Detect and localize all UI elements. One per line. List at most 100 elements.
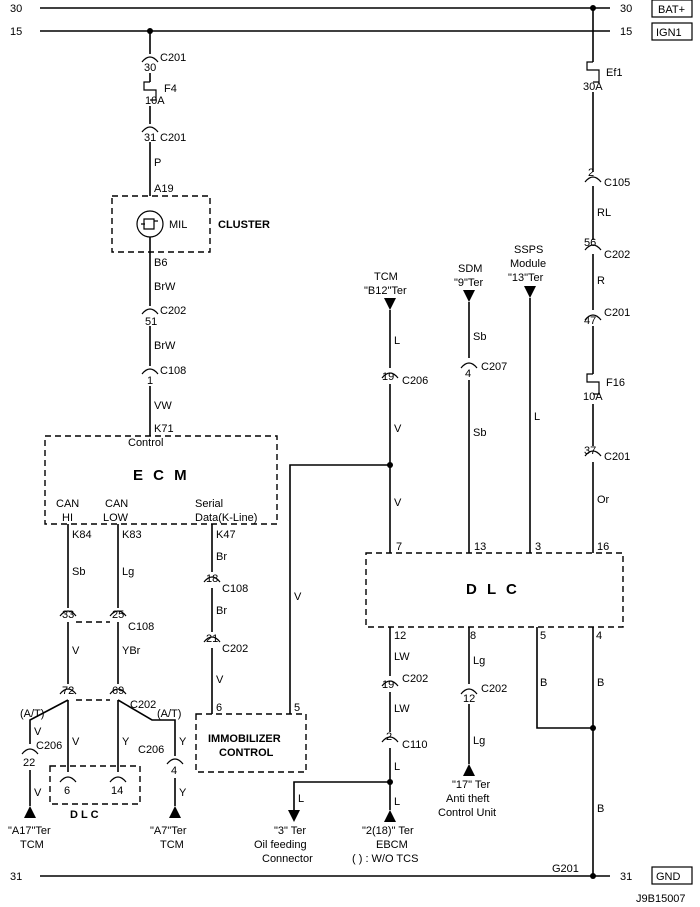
connector-c206-19-symbol [381, 372, 399, 379]
connector-dlc-6-symbol [59, 776, 77, 783]
dlc-pin-4: 4 [596, 630, 602, 642]
c202-dlc-label: C202 [402, 673, 428, 685]
wire-lg-dlc-1: Lg [473, 655, 485, 667]
bat-rail-label: BAT+ [658, 4, 685, 16]
connector-c108-25-symbol [109, 610, 127, 617]
connector-c207-symbol [460, 362, 478, 369]
wire-brw-2: BrW [154, 340, 176, 352]
ecm-box [44, 435, 278, 525]
oil-terminal-icon [288, 810, 300, 822]
wire-lw-2: LW [394, 703, 410, 715]
dlc-pin-3: 3 [535, 541, 541, 553]
ecm-control-label: Control [128, 437, 163, 449]
fuse-f4-symbol [143, 81, 157, 101]
c207-label: C207 [481, 361, 507, 373]
at-note-left: (A/T) [20, 708, 44, 720]
c105-label: C105 [604, 177, 630, 189]
c108-pin-18: 18 [206, 573, 218, 585]
tcm-a7-name: TCM [160, 839, 184, 851]
connector-4-symbol [166, 758, 184, 765]
tcm-b12-terminal-icon [384, 298, 396, 310]
wire-y-dlc: Y [122, 736, 130, 748]
connector-c110-symbol [381, 736, 399, 743]
wire-b-1: B [540, 677, 547, 689]
c201-top-label: C201 [160, 52, 186, 64]
wire-l-ssps: L [534, 411, 540, 423]
c108-can-label: C108 [128, 621, 154, 633]
gnd-rail-label: GND [656, 871, 681, 883]
fuse-f4-name: F4 [164, 83, 177, 95]
wire-lw-1: LW [394, 651, 410, 663]
ebcm-terminal-icon [384, 810, 396, 822]
dlc-pin-6: 6 [64, 785, 70, 797]
c206-left-label: C206 [36, 740, 62, 752]
c202-anti-label: C202 [481, 683, 507, 695]
immobilizer-module: IMMOBILIZER CONTROL 6 5 V [195, 464, 390, 773]
c206-pin-19: 19 [382, 371, 394, 383]
c202-pin-69: 69 [112, 685, 124, 697]
c202-pin-19: 19 [382, 679, 394, 691]
bat-rail-left-number: 30 [10, 3, 22, 15]
wire-or: Or [597, 494, 610, 506]
wire-v-tcm-2: V [394, 497, 402, 509]
oil-feeding-line1: Oil feeding [254, 839, 307, 851]
ign-rail-label: IGN1 [656, 27, 682, 39]
c201-right-label-2: C201 [604, 451, 630, 463]
gnd-rail: 31 31 GND [10, 866, 693, 885]
dlc-pin-5: 5 [540, 630, 546, 642]
wire-b-3: B [597, 803, 604, 815]
connector-c202-12-symbol [460, 688, 478, 695]
ssps-terminal-icon [524, 286, 536, 298]
wire-v-tcm: V [34, 787, 42, 799]
fuse-f16-rating: 10A [583, 391, 603, 403]
c105-pin-2: 2 [588, 167, 594, 179]
c110-label: C110 [402, 739, 427, 751]
oil-feeding-line2: Connector [262, 853, 313, 865]
sdm-terminal: "9"Ter [454, 277, 484, 289]
c201-pin-37: 37 [584, 445, 596, 457]
wire-v-immobilizer: V [294, 591, 302, 603]
wire-sb-sdm-1: Sb [473, 331, 486, 343]
bat-rail: 30 30 BAT+ [10, 0, 693, 18]
can-low-line2: LOW [103, 512, 129, 524]
c207-pin-4: 4 [465, 368, 471, 380]
diagram-id: J9B15007 [636, 893, 686, 905]
ssps-terminal: "13"Ter [508, 272, 544, 284]
at-note-right: (A/T) [157, 708, 181, 720]
c201-pin-47: 47 [584, 315, 596, 327]
wire-br-2: Br [216, 605, 227, 617]
wire-ybr: YBr [122, 645, 141, 657]
c202-pin: 51 [145, 316, 157, 328]
fuse-f16-name: F16 [606, 377, 625, 389]
c201-bot-pin: 31 [144, 132, 156, 144]
connector-c201-37-symbol [584, 450, 602, 457]
wire-p: P [154, 157, 161, 169]
wire-v-kline: V [216, 674, 224, 686]
tcm-a7-terminal: "A7"Ter [150, 825, 187, 837]
tcm-b12-branch: TCM "B12"Ter L 19 C206 V V [364, 271, 428, 553]
oil-terminal: "3" Ter [274, 825, 306, 837]
anti-theft-line1: Anti theft [446, 793, 489, 805]
c202-pin-72: 72 [62, 685, 74, 697]
ebcm-terminal: "2(18)" Ter [362, 825, 414, 837]
gnd-rail-right-number: 31 [620, 871, 632, 883]
fuse-ef1-rating: 30A [583, 81, 603, 93]
connector-c202-69-symbol [109, 688, 127, 695]
wire-sb: Sb [72, 566, 85, 578]
anti-theft-line2: Control Unit [438, 807, 496, 819]
pin-4: 4 [171, 765, 177, 777]
dlc-main-title: D L C [466, 581, 520, 598]
ign-rail-left-number: 15 [10, 26, 22, 38]
left-branch: 30 C201 10A F4 31 C201 P A19 MIL CLUSTER… [111, 28, 270, 436]
can-hi-line1: CAN [56, 498, 79, 510]
fuse-f16-symbol [586, 373, 600, 395]
lower-left-wiring: (A/T) (A/T) V V Y Y C206 C206 22 V "A17"… [8, 699, 187, 851]
dlc-small-label: D L C [70, 809, 99, 821]
bat-rail-right-number: 30 [620, 3, 632, 15]
connector-c201-bot-symbol [141, 126, 159, 133]
wire-vw: VW [154, 400, 172, 412]
c202-kline-label: C202 [222, 643, 248, 655]
engine-icon [141, 218, 158, 230]
sdm-name: SDM [458, 263, 482, 275]
